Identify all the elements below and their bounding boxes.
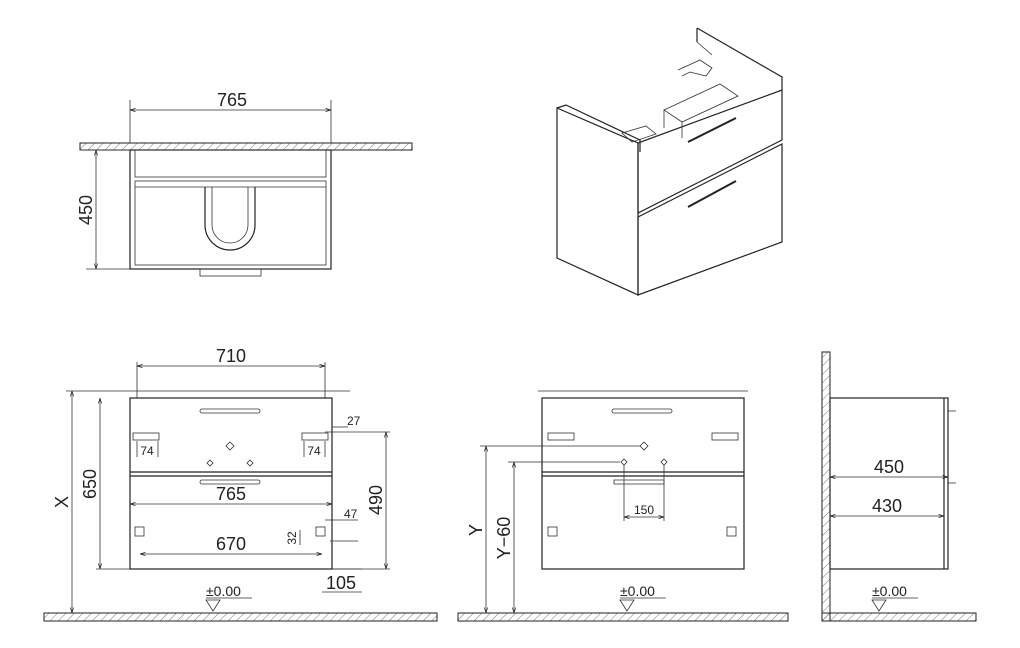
side-level-triangle-icon <box>871 599 887 612</box>
side-floor-level-label: ±0.00 <box>872 583 907 599</box>
front-view: 710 74 74 765 670 27 490 47 32 <box>43 346 438 622</box>
front-x-label: X <box>52 496 72 508</box>
rear-spacing-label: 150 <box>634 503 654 517</box>
iso-front-bottom-drawer <box>637 143 783 296</box>
rear-y60-label: Y−60 <box>494 517 514 560</box>
side-outer-depth-label: 450 <box>874 457 904 477</box>
plan-wall <box>79 142 413 151</box>
rear-siphon-outline <box>613 479 665 485</box>
front-total-height-label: 650 <box>80 469 100 499</box>
front-floor-level-label: ±0.00 <box>206 583 241 599</box>
side-inner-depth-label: 430 <box>872 496 902 516</box>
rear-level-triangle-icon <box>619 599 635 612</box>
front-top-handle <box>199 408 261 414</box>
front-level-triangle-icon <box>205 599 221 612</box>
rear-view: 150 Y Y−60 ±0.00 <box>457 390 789 622</box>
plan-depth-label: 450 <box>76 195 96 225</box>
iso-top-handle <box>687 117 737 143</box>
plan-cabinet-outline <box>129 149 332 270</box>
front-bracket-left-label: 74 <box>140 444 154 458</box>
rear-floor-level-label: ±0.00 <box>620 583 655 599</box>
front-top-width-label: 710 <box>216 346 246 366</box>
front-small-offset-label: 32 <box>285 531 299 545</box>
side-view: 450 430 ±0.00 <box>821 351 977 622</box>
iso-front-top-drawer <box>637 89 783 214</box>
front-bottom-handle <box>199 479 261 485</box>
rear-y-label: Y <box>466 524 486 536</box>
rear-cabinet-outline <box>541 397 745 570</box>
front-bracket-right-label: 74 <box>307 444 321 458</box>
iso-bottom-handle <box>687 180 737 208</box>
plan-view: 765 450 <box>76 90 413 277</box>
front-right-offset-label: 27 <box>347 414 361 428</box>
front-right-height-label: 490 <box>366 485 386 515</box>
iso-siphon-box <box>663 83 739 123</box>
front-drain-mark <box>206 441 254 467</box>
side-wall <box>821 351 831 622</box>
front-inner-width-label: 670 <box>216 534 246 554</box>
front-drawer-width-label: 765 <box>216 484 246 504</box>
side-cabinet-outline <box>829 397 949 570</box>
front-side-offset-label: 47 <box>344 507 358 521</box>
front-cabinet-outline <box>129 397 333 570</box>
rear-floor <box>457 612 789 622</box>
front-bottom-offset-label: 105 <box>326 573 356 593</box>
side-floor <box>821 612 977 622</box>
plan-siphon-cutout <box>204 187 256 251</box>
front-floor <box>43 612 438 622</box>
isometric-view <box>556 27 783 296</box>
plan-width-label: 765 <box>217 90 247 110</box>
